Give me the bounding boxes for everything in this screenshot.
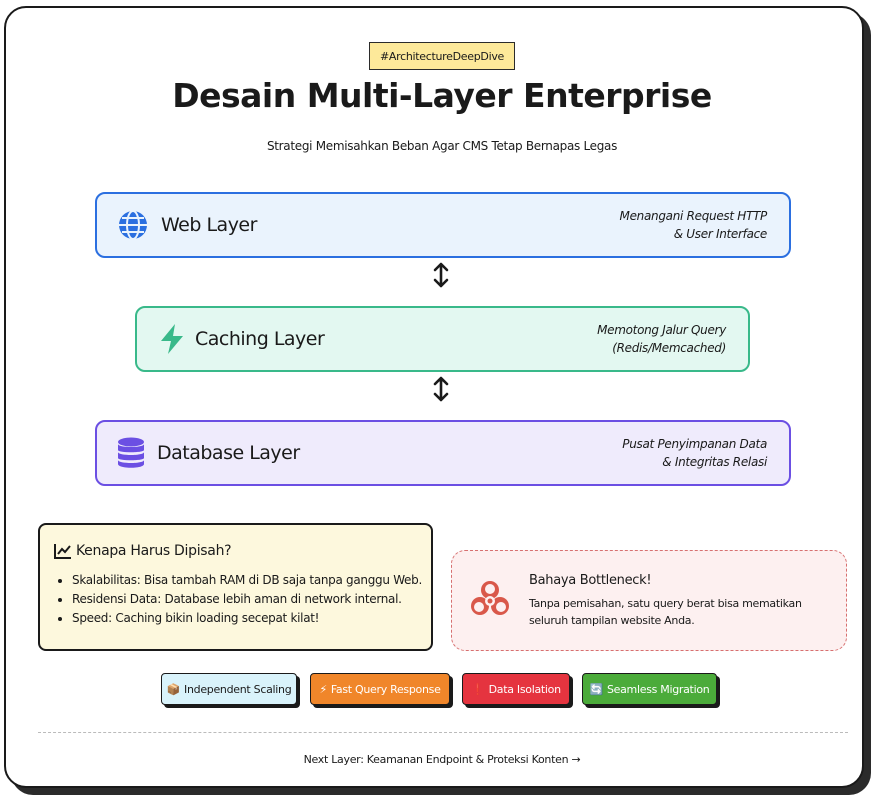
badge-independent-scaling: 📦Independent Scaling <box>161 673 297 705</box>
infographic-card: #ArchitectureDeepDive Desain Multi-Layer… <box>4 6 864 788</box>
why-item-text: Bisa tambah RAM di DB saja tanpa ganggu … <box>140 573 422 587</box>
lightning-icon <box>161 324 183 354</box>
web-layer-desc-line2: & User Interface <box>673 227 768 241</box>
caching-layer-desc-line1: Memotong Jalur Query <box>597 323 726 337</box>
badge-label: Data Isolation <box>488 682 561 696</box>
why-item-label: Residensi Data: <box>72 592 161 606</box>
badge-fast-query-response: ⚡Fast Query Response <box>310 673 450 705</box>
caching-layer-box: Caching Layer Memotong Jalur Query (Redi… <box>135 306 750 372</box>
hashtag-text: #ArchitectureDeepDive <box>379 49 505 63</box>
caching-layer-desc-line2: (Redis/Memcached) <box>612 341 726 355</box>
page-title: Desain Multi-Layer Enterprise <box>172 76 712 115</box>
badge-seamless-migration: 🔄Seamless Migration <box>582 673 717 705</box>
list-item: Skalabilitas: Bisa tambah RAM di DB saja… <box>72 571 422 590</box>
box-icon: 📦 <box>166 682 181 696</box>
warning-title: Bahaya Bottleneck! <box>529 573 652 588</box>
divider <box>38 732 848 733</box>
page-subtitle: Strategi Memisahkan Beban Agar CMS Tetap… <box>266 139 618 153</box>
why-separate-box: Kenapa Harus Dipisah? Skalabilitas: Bisa… <box>38 523 433 651</box>
database-layer-desc-line2: & Integritas Relasi <box>662 455 767 469</box>
biohazard-icon <box>471 581 509 615</box>
exclamation-icon: ❗ <box>471 682 485 696</box>
caching-layer-name: Caching Layer <box>195 328 325 350</box>
chart-line-icon <box>54 544 71 559</box>
why-list: Skalabilitas: Bisa tambah RAM di DB saja… <box>54 571 422 628</box>
hashtag-badge: #ArchitectureDeepDive <box>369 42 515 70</box>
database-icon <box>118 437 144 468</box>
why-item-text: Caching bikin loading secepat kilat! <box>111 611 320 625</box>
database-layer-name: Database Layer <box>157 442 300 464</box>
bottleneck-warning-box: Bahaya Bottleneck! Tanpa pemisahan, satu… <box>451 550 847 651</box>
why-title: Kenapa Harus Dipisah? <box>76 543 232 559</box>
next-layer-link: Next Layer: Keamanan Endpoint & Proteksi… <box>303 753 581 766</box>
database-layer-box: Database Layer Pusat Penyimpanan Data & … <box>95 420 791 486</box>
refresh-icon: 🔄 <box>589 682 604 696</box>
badge-label: Seamless Migration <box>606 682 710 696</box>
badge-label: Independent Scaling <box>184 682 292 696</box>
web-layer-box: Web Layer Menangani Request HTTP & User … <box>95 192 791 258</box>
badge-data-isolation: ❗Data Isolation <box>462 673 570 705</box>
why-item-label: Skalabilitas: <box>72 573 141 587</box>
updown-arrow-icon <box>433 376 449 402</box>
list-item: Speed: Caching bikin loading secepat kil… <box>72 609 422 628</box>
web-layer-desc: Menangani Request HTTP & User Interface <box>619 207 768 243</box>
updown-arrow-icon <box>433 262 449 288</box>
why-item-text: Database lebih aman di network internal. <box>160 592 402 606</box>
database-layer-desc-line1: Pusat Penyimpanan Data <box>622 437 767 451</box>
lightning-icon: ⚡ <box>319 682 327 696</box>
why-item-label: Speed: <box>72 611 112 625</box>
globe-icon <box>119 210 147 240</box>
warning-text: Tanpa pemisahan, satu query berat bisa m… <box>529 597 802 627</box>
caching-layer-desc: Memotong Jalur Query (Redis/Memcached) <box>597 321 726 357</box>
web-layer-desc-line1: Menangani Request HTTP <box>619 209 768 223</box>
list-item: Residensi Data: Database lebih aman di n… <box>72 590 422 609</box>
badge-label: Fast Query Response <box>330 682 441 696</box>
database-layer-desc: Pusat Penyimpanan Data & Integritas Rela… <box>622 435 767 471</box>
web-layer-name: Web Layer <box>161 214 257 236</box>
